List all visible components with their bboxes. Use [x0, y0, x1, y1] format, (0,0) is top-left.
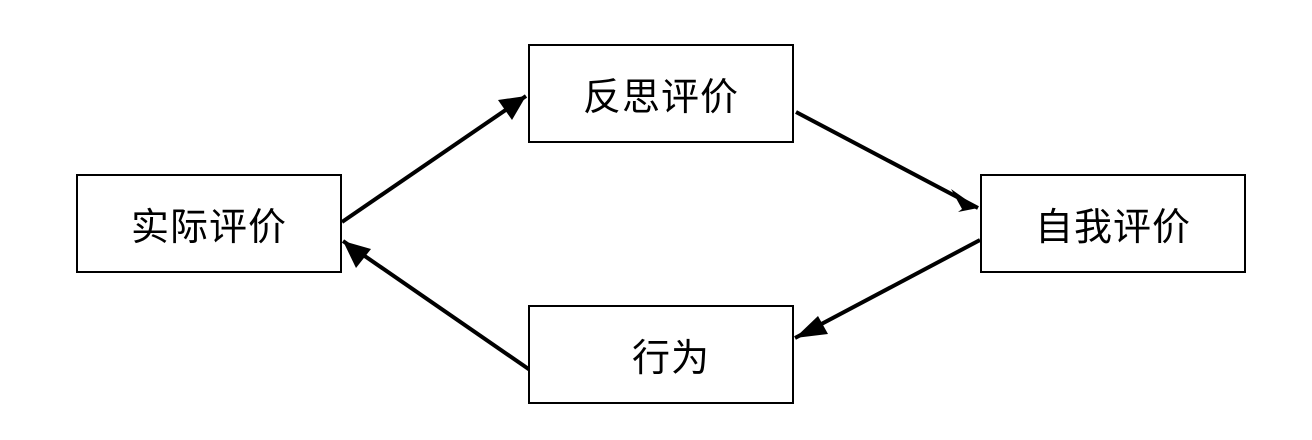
node-label: 反思评价 [582, 75, 739, 119]
node-self-evaluation: 自我评价 [980, 174, 1246, 273]
node-actual-evaluation: 实际评价 [76, 174, 342, 273]
node-behavior: 行为 [528, 305, 794, 404]
node-label: 自我评价 [1034, 205, 1191, 249]
node-label: 行为 [631, 336, 710, 380]
edge-self-to-action [794, 238, 981, 340]
arrowhead-self-to-action [795, 316, 828, 338]
node-label: 实际评价 [130, 205, 287, 249]
arrowhead-actual-to-reflect [498, 96, 526, 120]
edge-action-to-actual [341, 239, 532, 372]
arrowhead-action-to-actual [343, 241, 371, 268]
node-reflective-evaluation: 反思评价 [528, 44, 794, 143]
arrowhead-reflect-to-self [951, 189, 978, 212]
edge-reflect-to-self [795, 110, 979, 210]
edge-actual-to-reflect [340, 94, 528, 224]
